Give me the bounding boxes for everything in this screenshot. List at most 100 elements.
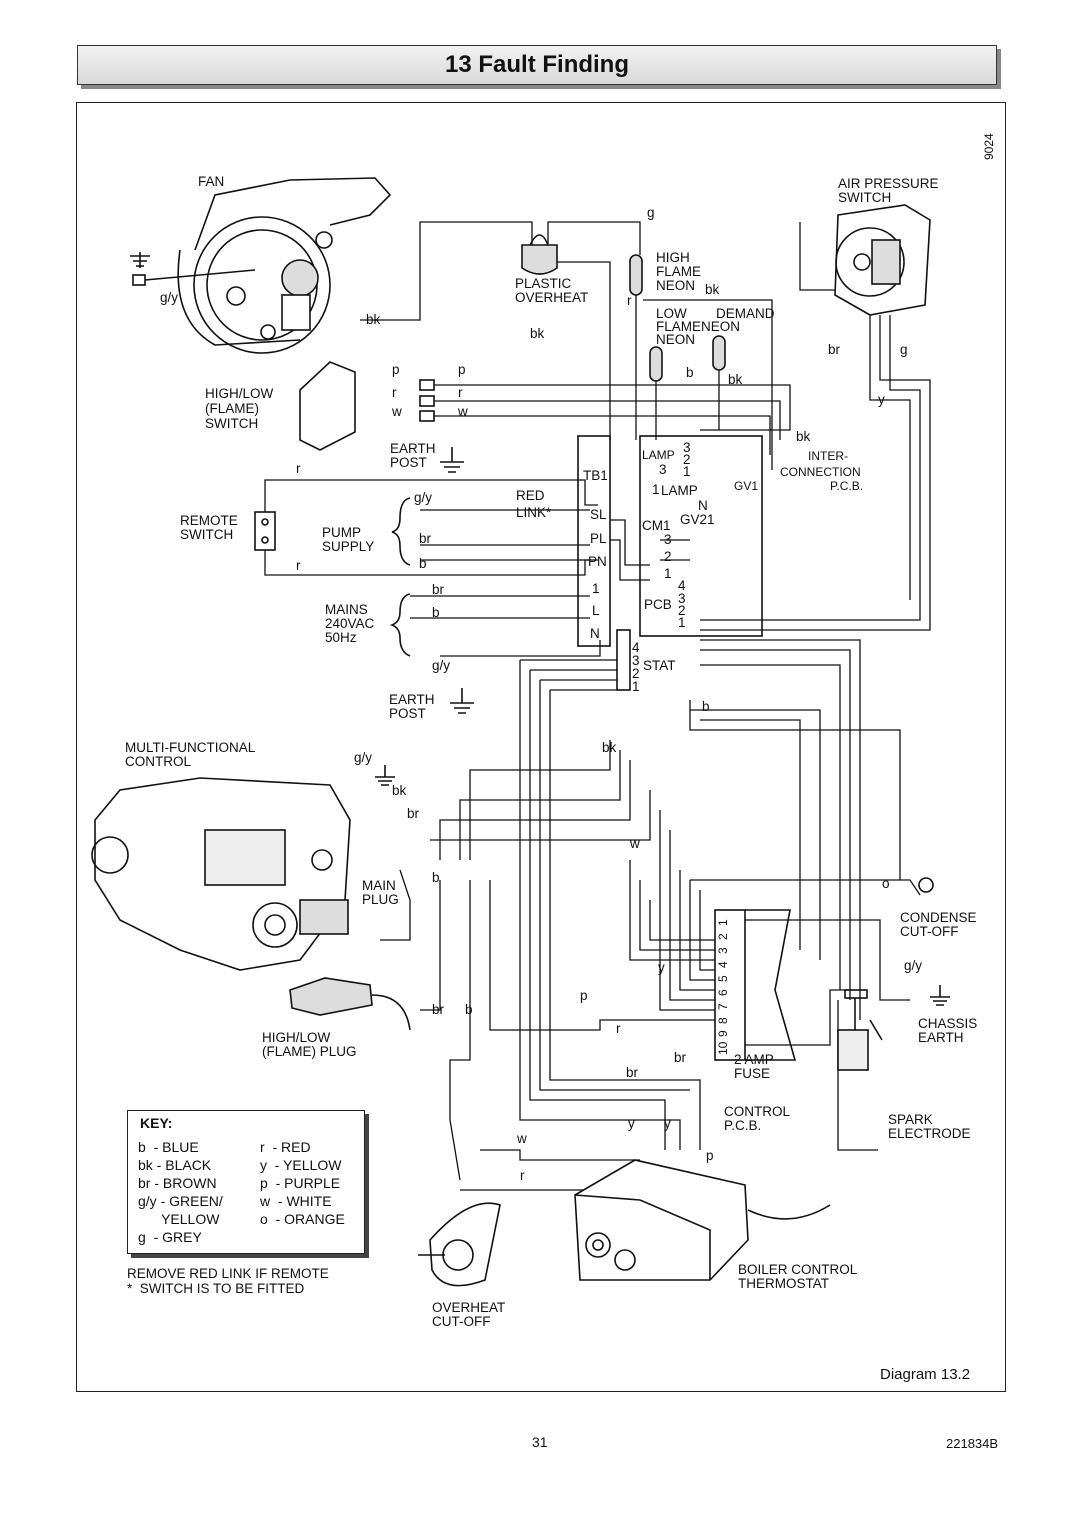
wire-label-b-plug: b xyxy=(432,870,440,885)
lamp-block-label: LAMP xyxy=(661,483,698,498)
diagram-label: Diagram 13.2 xyxy=(880,1366,971,1383)
red-link-label-2: LINK* xyxy=(516,505,552,520)
section-title-bar: 13 Fault Finding xyxy=(77,45,997,85)
air-pressure-switch-label-2: SWITCH xyxy=(838,190,891,205)
pcb-pin-1: 1 xyxy=(678,615,686,630)
gv-pin-2: 2 xyxy=(683,452,691,467)
wire-label-b-low: b xyxy=(686,365,694,380)
tb1-pin-pl: PL xyxy=(590,531,607,546)
high-low-switch-label-2: (FLAME) xyxy=(205,401,259,416)
air-pressure-switch-illustration xyxy=(834,204,931,316)
key-title: KEY: xyxy=(140,1115,173,1131)
plastic-overheat-illustration xyxy=(521,234,558,275)
wire-label-w-1: w xyxy=(391,404,402,419)
stat-pin-3: 3 xyxy=(632,653,640,668)
condense-cutoff-label-2: CUT-OFF xyxy=(900,924,959,939)
wire-label-o: o xyxy=(882,876,890,891)
wire-label-r-pcb: r xyxy=(616,1021,621,1036)
thermostat-label-1: BOILER CONTROL xyxy=(738,1262,858,1277)
remote-switch-label-2: SWITCH xyxy=(180,527,233,542)
wire-label-b-plug-2: b xyxy=(465,1002,473,1017)
condense-cutoff-label-1: CONDENSE xyxy=(900,910,977,925)
mains-label-3: 50Hz xyxy=(325,630,357,645)
control-pcb-pin-9: 9 xyxy=(716,1030,730,1037)
mains-label-2: 240VAC xyxy=(325,616,375,631)
key-row: g/y - GREEN/w - WHITE xyxy=(138,1193,332,1209)
key-row: g - GREY xyxy=(138,1229,202,1245)
wire-label-p-2: p xyxy=(458,362,466,377)
note-line-1: REMOVE RED LINK IF REMOTE xyxy=(127,1266,329,1281)
tb1-pin-n: N xyxy=(590,626,600,641)
control-pcb-label-1: CONTROL xyxy=(724,1104,790,1119)
wire-label-bk-overheat: bk xyxy=(530,326,545,341)
high-flame-neon-label-3: NEON xyxy=(656,278,695,293)
lamp-small-label: LAMP xyxy=(642,448,675,462)
tb1-pin-1: 1 xyxy=(592,581,600,596)
chassis-earth-label-2: EARTH xyxy=(918,1030,964,1045)
wire-label-r-remote-2: r xyxy=(296,558,301,573)
tb1-pin-l: L xyxy=(592,603,600,618)
svg-text:FAN: FAN xyxy=(198,174,224,189)
section-title: 13 Fault Finding xyxy=(445,51,629,78)
mfc-label-2: CONTROL xyxy=(125,754,191,769)
control-pcb-pin-1: 1 xyxy=(716,919,730,926)
wire-label-r-neon: r xyxy=(627,293,632,308)
control-pcb-pin-10: 10 xyxy=(716,1041,730,1055)
lamp-left-pin-3: 3 xyxy=(659,462,667,477)
tb1-pin-pn: PN xyxy=(588,554,607,569)
fan-label: FAN xyxy=(198,174,224,189)
cm1-pin-3: 3 xyxy=(664,532,672,547)
gv1-label: GV1 xyxy=(734,479,758,493)
wire-label-gy-pump: g/y xyxy=(414,490,432,505)
main-plug-label-1: MAIN xyxy=(362,878,396,893)
tb1-label: TB1 xyxy=(583,468,608,483)
wire-label-bk-right: bk xyxy=(796,429,811,444)
high-low-switch-illustration xyxy=(299,361,435,451)
document-number: 221834B xyxy=(946,1436,999,1451)
overheat-cutoff-label-2: CUT-OFF xyxy=(432,1314,491,1329)
mfc-label-1: MULTI-FUNCTIONAL xyxy=(125,740,256,755)
fuse-label-2: FUSE xyxy=(734,1066,770,1081)
wire-label-w-stat: w xyxy=(516,1131,527,1146)
cm1-pin-1: 1 xyxy=(664,566,672,581)
wire-label-r-1: r xyxy=(392,385,397,400)
spark-electrode-label-2: ELECTRODE xyxy=(888,1126,971,1141)
wire-label-br-mains: br xyxy=(432,582,445,597)
high-flame-neon-label-1: HIGH xyxy=(656,250,690,265)
control-pcb-pin-2: 2 xyxy=(716,933,730,940)
air-pressure-switch-label-1: AIR PRESSURE xyxy=(838,176,939,191)
wire-label-br-pump: br xyxy=(419,531,432,546)
stat-pin-1: 1 xyxy=(632,679,640,694)
red-link-label-1: RED xyxy=(516,488,545,503)
plastic-overheat-label-2: OVERHEAT xyxy=(515,290,588,305)
demand-neon-label-1: DEMAND xyxy=(716,306,775,321)
wire-label-r-stat: r xyxy=(520,1168,525,1183)
wire-label-r-remote-1: r xyxy=(296,461,301,476)
wire-label-br-plug: br xyxy=(432,1002,445,1017)
wire-label-p-stat: p xyxy=(706,1148,714,1163)
wire-label-y-aps: y xyxy=(878,392,885,407)
wire-label-g-aps: g xyxy=(900,342,908,357)
page-number: 31 xyxy=(532,1434,548,1450)
demand-neon-label-2: NEON xyxy=(701,319,740,334)
earth-post-bottom-label-2: POST xyxy=(389,706,426,721)
wire-label-gy-fan: g/y xyxy=(160,290,178,305)
low-flame-neon-label-1: LOW xyxy=(656,306,687,321)
wire-label-gy-mains: g/y xyxy=(432,658,450,673)
main-plug-label-2: PLUG xyxy=(362,892,399,907)
pcb-pin-3: 3 xyxy=(678,591,686,606)
control-pcb-pin-7: 7 xyxy=(716,1003,730,1010)
boiler-thermostat-illustration xyxy=(574,1159,831,1281)
cm1-pin-2: 2 xyxy=(664,549,672,564)
tb1-pin-sl: SL xyxy=(590,507,607,522)
wire-label-r-2: r xyxy=(458,385,463,400)
spark-electrode-illustration xyxy=(837,989,883,1071)
note-line-2: * SWITCH IS TO BE FITTED xyxy=(127,1281,305,1296)
n-block-label: N xyxy=(698,498,708,513)
stat-label: STAT xyxy=(643,658,676,673)
wire-label-br-pcb-1: br xyxy=(674,1050,687,1065)
low-flame-neon-label-3: NEON xyxy=(656,332,695,347)
wire-label-gy-chassis: g/y xyxy=(904,958,922,973)
